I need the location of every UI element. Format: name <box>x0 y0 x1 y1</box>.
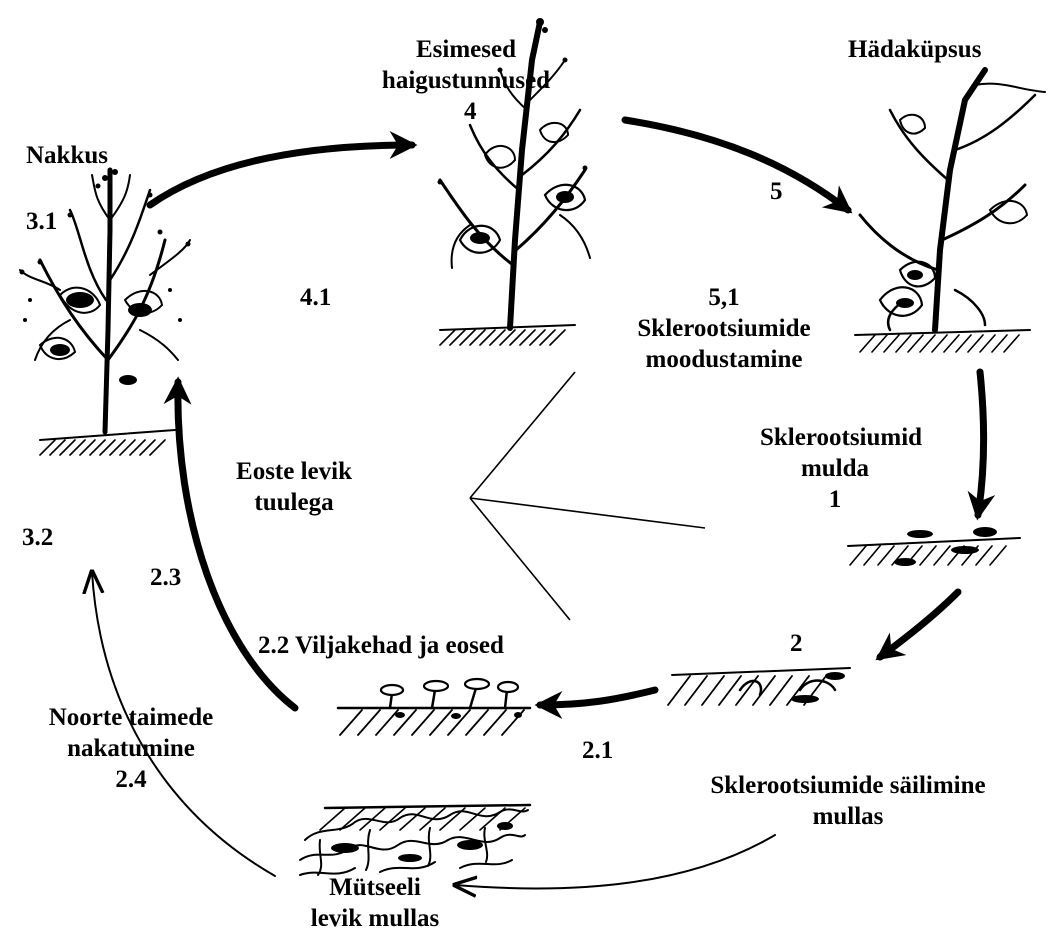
label-2-1: 2.1 <box>582 735 613 766</box>
label-3-2: 3.2 <box>22 522 53 553</box>
arrow-esimesed-to-hadakupsus <box>625 120 848 210</box>
mature-plant-icon <box>855 70 1045 352</box>
label-sklerootsiumide-moodustamine: 5,1 Sklerootsiumide moodustamine <box>614 282 834 375</box>
label-noorte-taimede-nakatumine: Noorte taimede nakatumine 2.4 <box>16 702 246 795</box>
label-3-1: 3.1 <box>26 206 57 237</box>
label-viljakehad-ja-eosed: 2.2 Viljakehad ja eosed <box>258 630 504 661</box>
mycelium-soil-icon <box>300 805 530 875</box>
label-4: 4 <box>464 96 477 127</box>
label-sklerootsiumid-mulda: Sklerootsiumid mulda 1 <box>760 422 910 515</box>
label-esimesed-haigustunnused: Esimesed haigustunnused <box>360 34 572 96</box>
arrow-mulda-to-stage2 <box>880 592 958 657</box>
arrow-nakkus-to-esimesed <box>150 145 412 205</box>
arrow-sailimine-to-mytseeli <box>455 835 775 888</box>
label-2-3: 2.3 <box>150 562 181 593</box>
spore-dispersal-lines <box>470 372 705 620</box>
sclerotia-in-soil-icon <box>848 527 1020 566</box>
label-hadakupsus: Hädaküpsus <box>848 34 981 65</box>
label-5: 5 <box>770 176 783 207</box>
label-4-1: 4.1 <box>300 282 331 313</box>
label-mytseeli-levik-mullas: Mütseeli levik mullas <box>290 872 460 934</box>
arrow-hadakupsus-to-mulda <box>978 372 984 515</box>
fruiting-bodies-icon <box>338 679 530 735</box>
label-sklerootsiumide-sailimine-mullas: Sklerootsiumide säilimine mullas <box>668 770 1028 832</box>
label-nakkus: Nakkus <box>26 140 108 171</box>
label-2: 2 <box>790 628 803 659</box>
label-eoste-levik-tuulega: Eoste levik tuulega <box>214 456 374 518</box>
arrow-stage2-to-viljakehad <box>540 690 655 705</box>
sclerotia-germinating-icon <box>668 668 850 705</box>
